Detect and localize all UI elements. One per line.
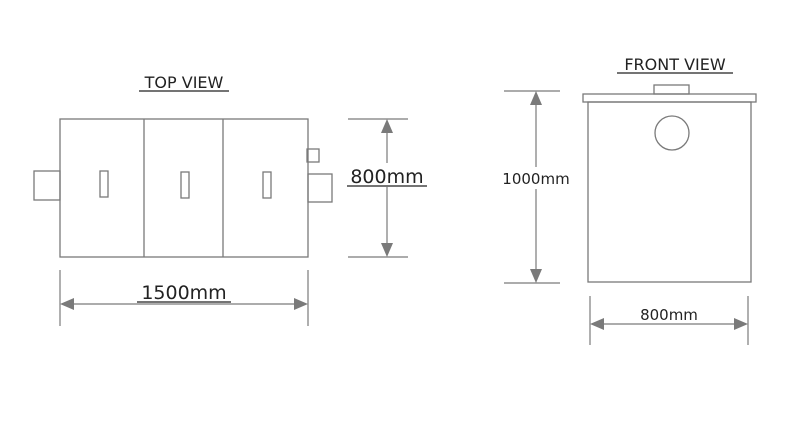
top-view: TOP VIEW 1500mm bbox=[33, 73, 430, 326]
front-view-title: FRONT VIEW bbox=[624, 55, 726, 74]
top-view-outlet-pipe bbox=[307, 173, 333, 203]
front-view-cap bbox=[653, 84, 690, 95]
front-view-width-dimension: 800mm bbox=[589, 296, 749, 345]
top-view-width-dimension: 800mm bbox=[344, 118, 430, 258]
front-view-width-label: 800mm bbox=[640, 306, 698, 324]
top-view-inlet-pipe bbox=[33, 170, 61, 201]
top-view-slot-2 bbox=[180, 171, 190, 199]
top-view-vent-box bbox=[306, 148, 320, 163]
front-view-height-label-bg bbox=[494, 167, 578, 189]
top-view-slot-3 bbox=[262, 171, 272, 199]
top-view-slot-1 bbox=[99, 170, 109, 198]
top-view-width-label: 800mm bbox=[350, 166, 423, 188]
front-view-height-dimension: 1000mm bbox=[494, 90, 578, 284]
top-view-title: TOP VIEW bbox=[144, 73, 224, 92]
top-view-length-label: 1500mm bbox=[141, 282, 226, 304]
top-view-length-dimension: 1500mm bbox=[59, 270, 309, 326]
top-view-width-label-bg bbox=[344, 163, 430, 187]
front-view-tank-body bbox=[587, 101, 752, 283]
front-view-height-label: 1000mm bbox=[502, 170, 569, 188]
front-view-port bbox=[654, 115, 690, 151]
front-view: FRONT VIEW 1000mm 800mm bbox=[494, 55, 757, 345]
front-view-lid bbox=[582, 93, 757, 103]
